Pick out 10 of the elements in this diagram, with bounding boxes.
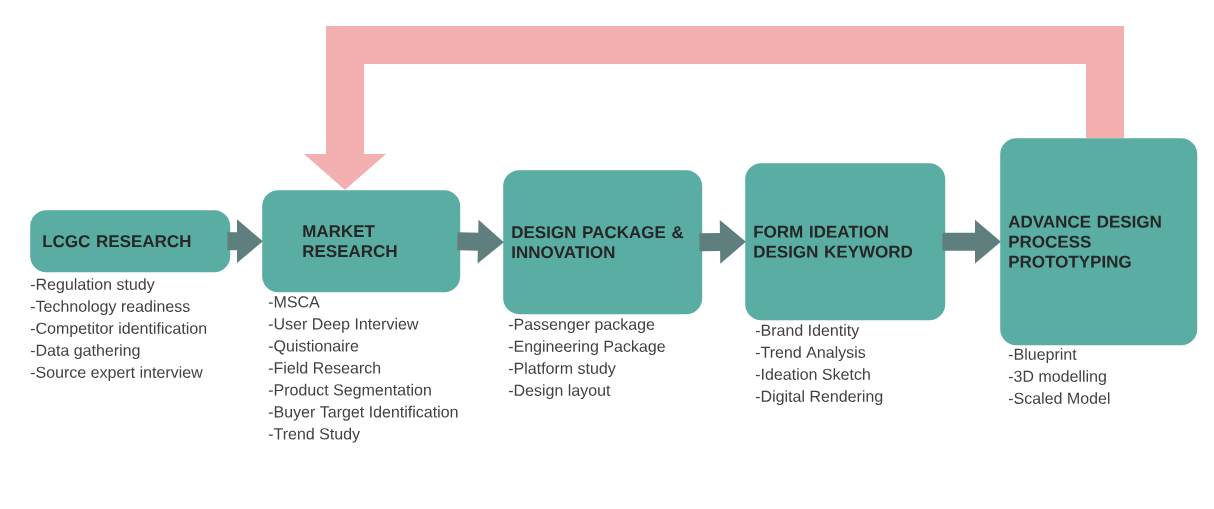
process-box: LCGC RESEARCH <box>30 210 231 273</box>
item-list: -Blueprint -3D modelling -Scaled Model <box>1008 348 1110 404</box>
process-box: MARKET RESEARCH <box>262 190 461 293</box>
process-box: FORM IDEATION DESIGN KEYWORD <box>745 163 946 321</box>
item-list: -Brand Identity -Trend Analysis -Ideation Sketch -Digital Rendering <box>755 324 883 406</box>
item-list: -Regulation study -Technology readiness -Competitor identification -Data gathering -Source expert interview <box>30 278 207 382</box>
item-list: -MSCA -User Deep Interview -Quistionaire -Field Research -Product Segmentation -Buyer Target Identification -Trend Study <box>268 296 458 443</box>
process-box: DESIGN PACKAGE & INNOVATION <box>503 170 703 315</box>
item-list: -Passenger package -Engineering Package -Platform study -Design layout <box>508 318 665 400</box>
process-box: ADVANCE DESIGN PROCESS PROTOTYPING <box>1000 138 1198 346</box>
